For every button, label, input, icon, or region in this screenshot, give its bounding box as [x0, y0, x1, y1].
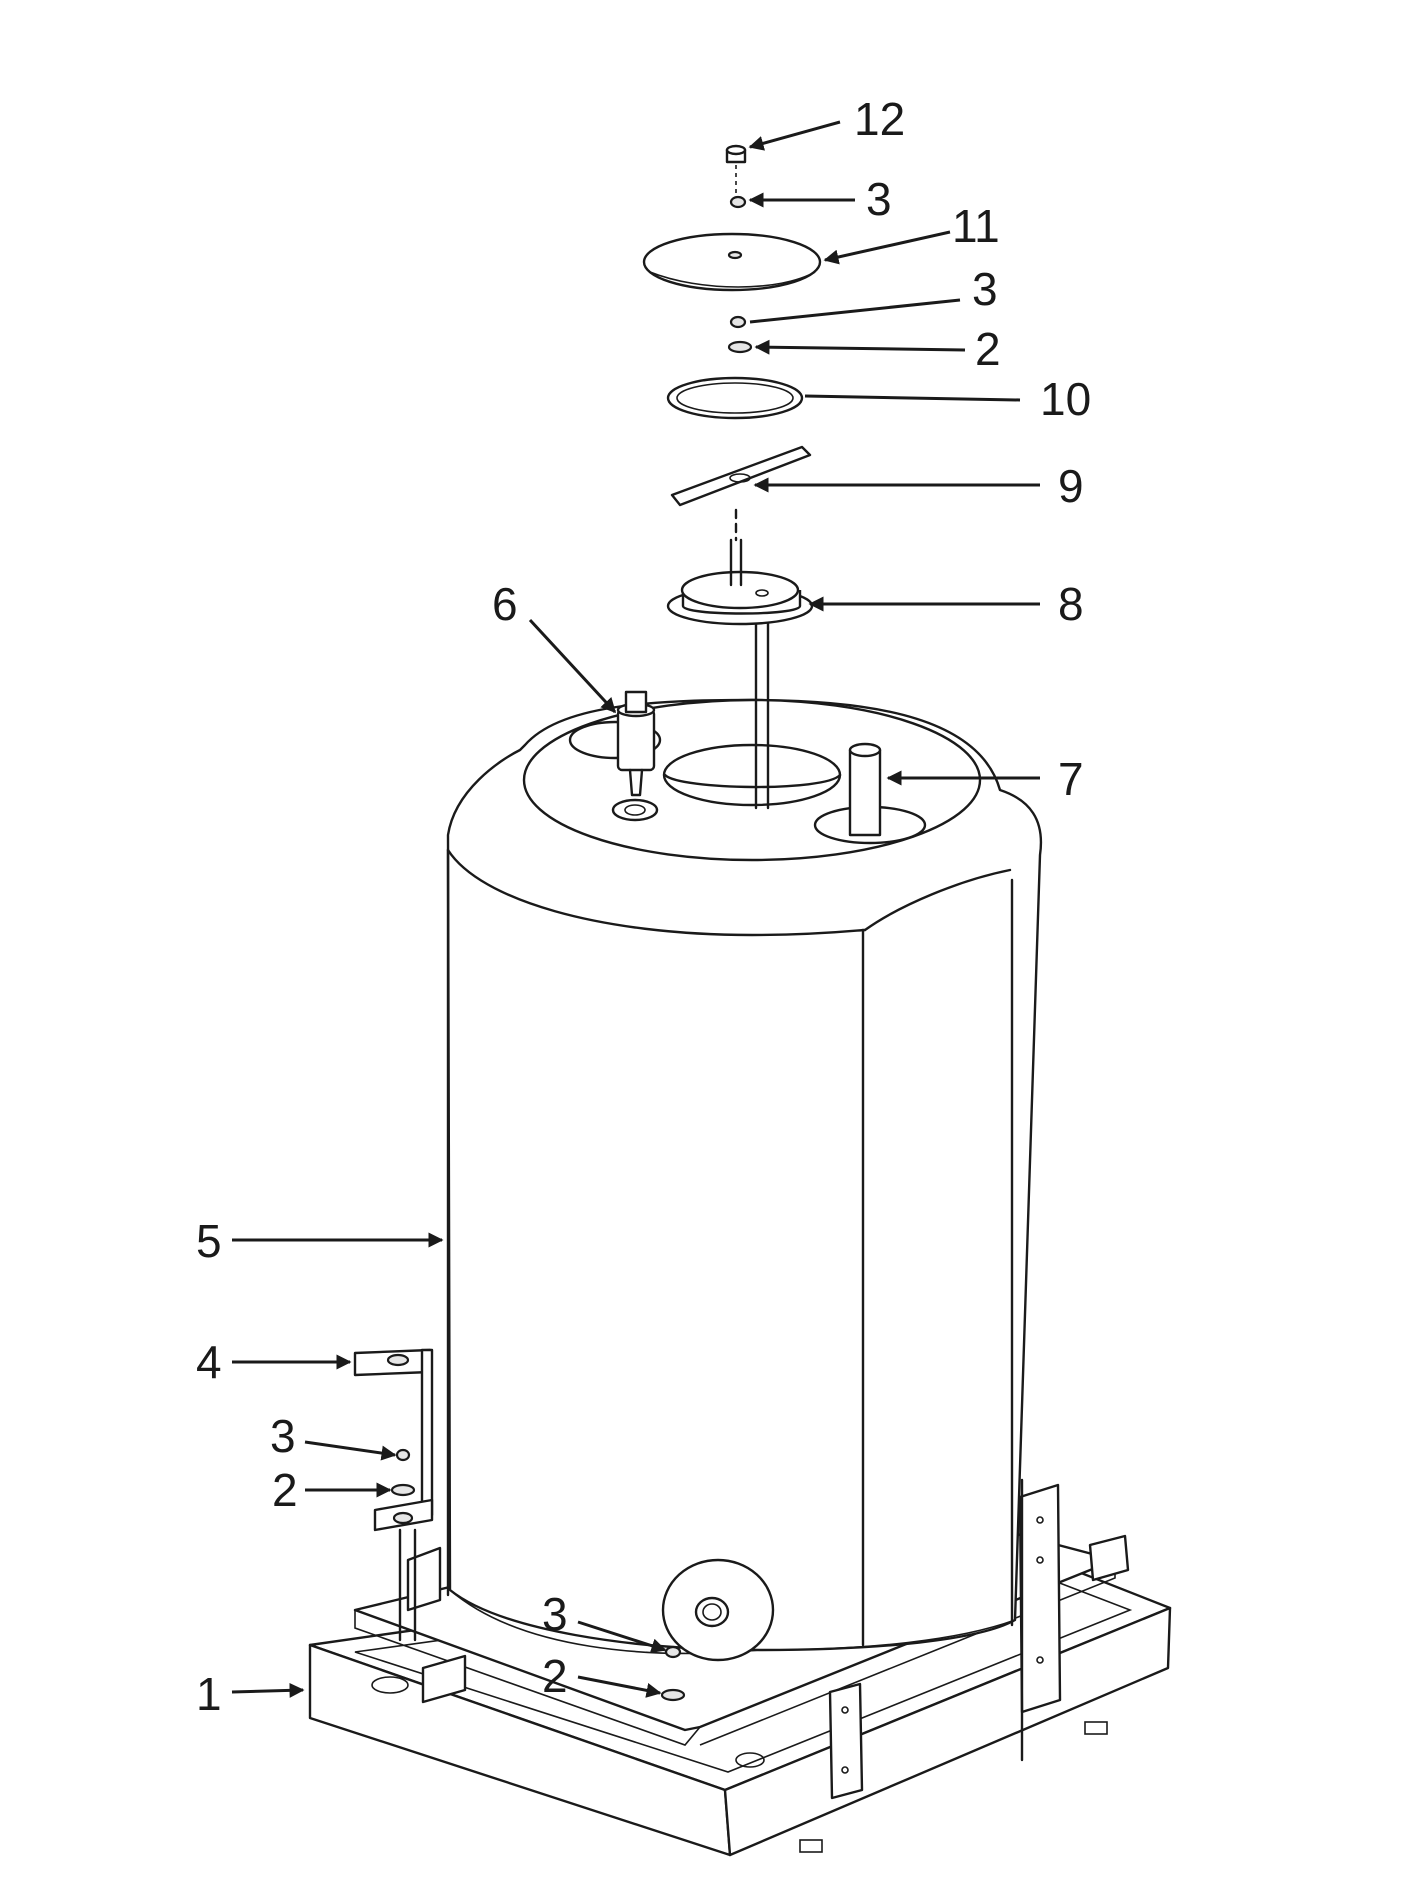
callout-6: 6: [492, 578, 518, 630]
strap: [670, 445, 812, 507]
callout-2-bottom: 2: [542, 1650, 568, 1702]
washer-2-mid: [727, 340, 753, 354]
valve: [616, 690, 656, 797]
callout-1: 1: [196, 1668, 222, 1720]
shaft: [754, 598, 770, 810]
nut-12: [725, 144, 747, 164]
callout-3-top: 3: [866, 173, 892, 225]
cover-disc: [642, 232, 822, 292]
callout-7: 7: [1058, 753, 1084, 805]
callout-12: 12: [854, 93, 905, 145]
top-cap: [666, 508, 814, 626]
callout-labels: 12 3 11 3 2 10 9 8 6 7 5 4 3 2 3 2 1: [196, 93, 1091, 1720]
inlet-pipe: [848, 742, 882, 837]
bracket: [353, 1348, 434, 1532]
callout-2-mid: 2: [975, 323, 1001, 375]
callout-5: 5: [196, 1215, 222, 1267]
callout-11: 11: [952, 200, 1000, 252]
leader-lines: [231, 120, 1040, 1698]
callout-3-mid: 3: [972, 263, 998, 315]
callout-9: 9: [1058, 460, 1084, 512]
callout-4: 4: [196, 1336, 222, 1388]
washer-3-top: [729, 195, 747, 209]
callout-10: 10: [1040, 373, 1091, 425]
tank-body: [446, 698, 1043, 1662]
washer-3-mid: [729, 315, 747, 329]
callout-8: 8: [1058, 578, 1084, 630]
callout-3-bottom: 3: [542, 1588, 568, 1640]
callout-3-left: 3: [270, 1410, 296, 1462]
gasket-ring: [666, 376, 804, 420]
callout-2-left: 2: [272, 1464, 298, 1516]
frame-posts: [398, 1478, 1062, 1800]
